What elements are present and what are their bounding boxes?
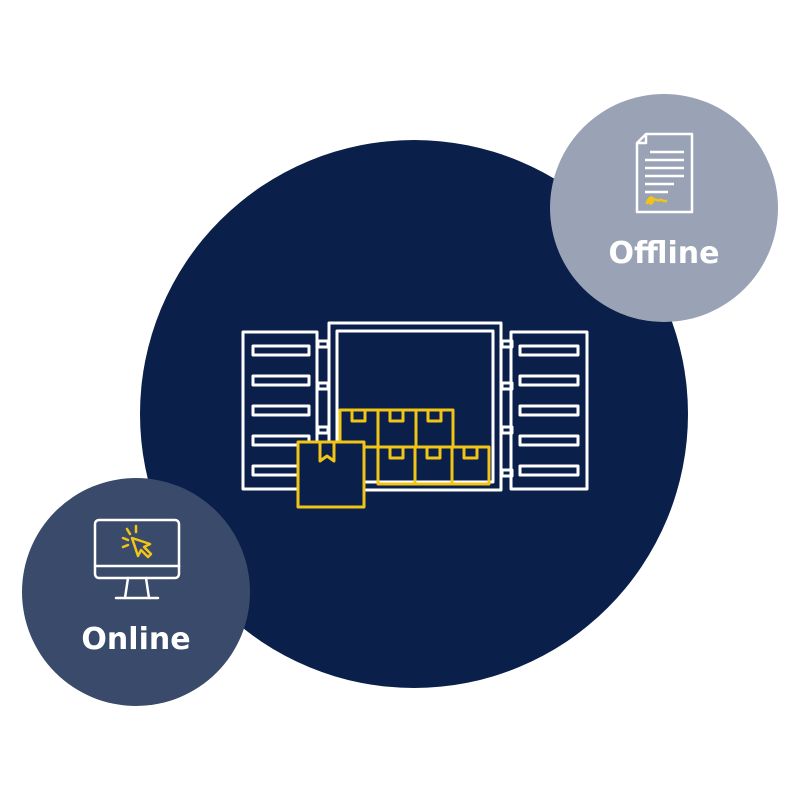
offline-badge: Offline	[550, 94, 778, 322]
offline-label: Offline	[608, 236, 720, 271]
online-badge: Online	[22, 478, 250, 706]
warehouse-container-boxes-icon	[241, 321, 589, 509]
front-box	[296, 440, 366, 509]
right-door	[509, 330, 589, 491]
stacked-boxes	[338, 408, 491, 486]
online-label: Online	[81, 622, 191, 657]
monitor-cursor-click-icon	[93, 518, 181, 600]
document-signature-icon	[635, 132, 694, 214]
